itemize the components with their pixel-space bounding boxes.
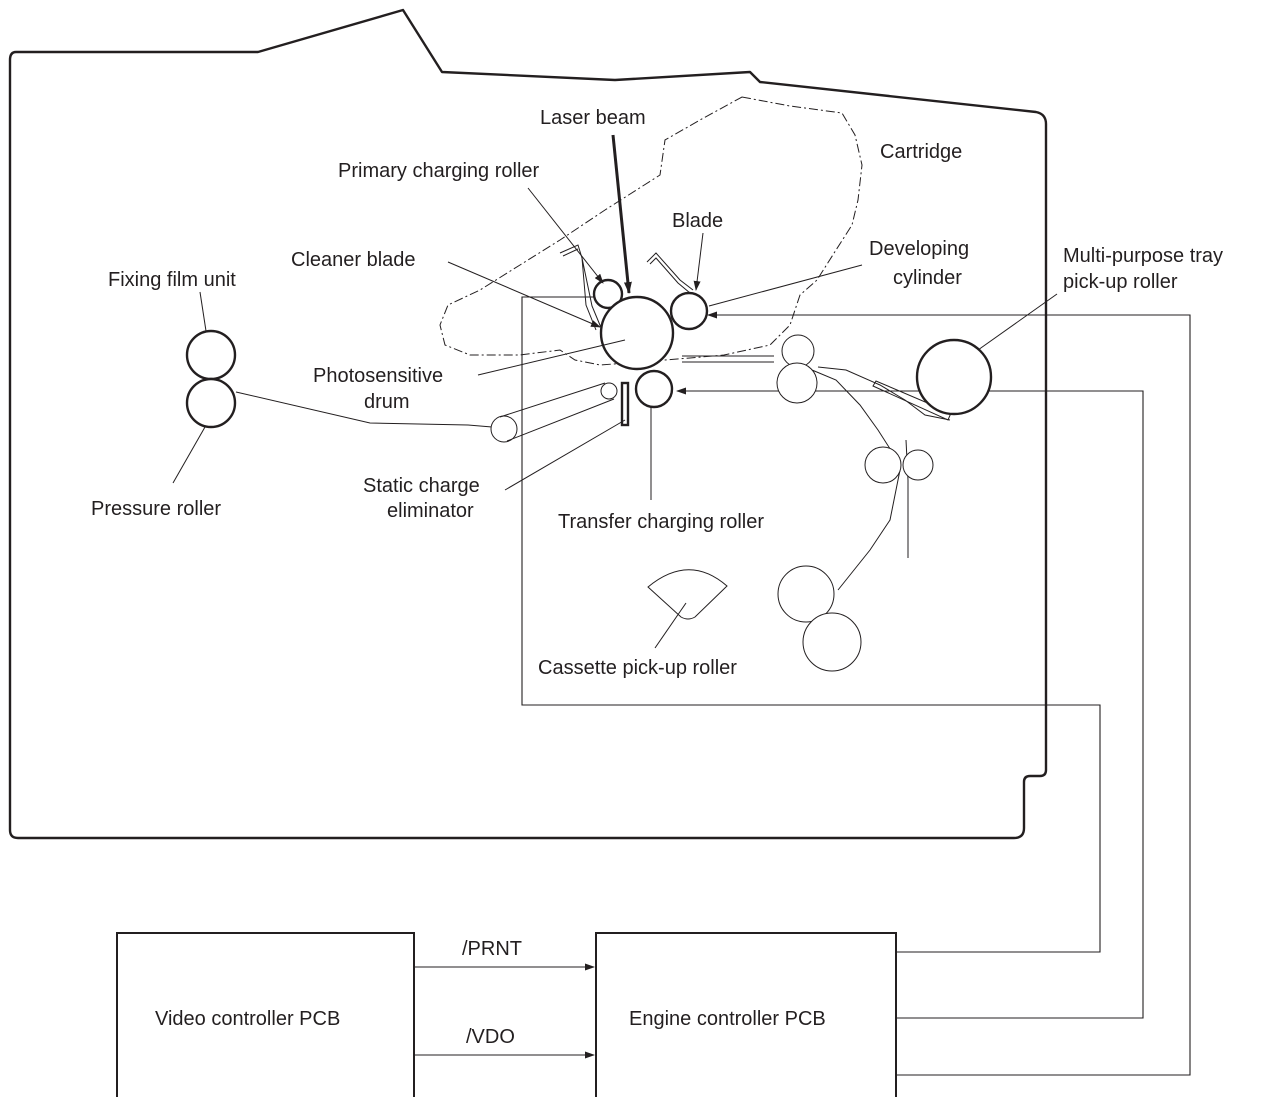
label-laser-beam: Laser beam — [540, 107, 646, 129]
label-primary-charging-roller: Primary charging roller — [338, 160, 540, 182]
label-photosensitive-line2: drum — [364, 391, 410, 413]
label-static-charge-line2: eliminator — [387, 500, 474, 522]
label-fixing-film-unit: Fixing film unit — [108, 269, 236, 291]
registration-roller-upper — [781, 334, 815, 368]
leader-static-charge-eliminator — [504, 419, 626, 491]
leader-blade — [693, 232, 704, 291]
paper-path-guide — [817, 366, 951, 421]
leader-cleaner-blade — [447, 261, 601, 328]
label-transfer-charging-roller: Transfer charging roller — [558, 511, 764, 533]
leader-pressure-roller — [172, 426, 206, 484]
paper-path-upper — [682, 355, 774, 363]
paper-path-feed — [837, 439, 909, 591]
leader-photosensitive-drum — [477, 339, 626, 376]
engine-controller-pcb-label: Engine controller PCB — [629, 1008, 826, 1030]
prnt-signal-label: /PRNT — [462, 938, 522, 960]
video-controller-pcb-label: Video controller PCB — [155, 1008, 340, 1030]
multi-purpose-pickup-roller — [915, 338, 993, 416]
laser-beam-arrow — [611, 134, 632, 294]
leader-primary-charging-roller — [527, 187, 604, 284]
label-cartridge: Cartridge — [880, 141, 962, 163]
developing-wire — [707, 311, 1191, 1076]
cassette-feed-roller-lower — [802, 612, 862, 672]
label-cassette-pickup-roller: Cassette pick-up roller — [538, 657, 737, 679]
registration-roller-lower — [776, 362, 818, 404]
leader-multi-purpose — [977, 293, 1058, 351]
primary-charging-roller — [592, 278, 624, 310]
label-multi-purpose-line2: pick-up roller — [1063, 271, 1178, 293]
video-controller-pcb-box — [116, 932, 415, 1097]
static-eliminator-belt — [499, 382, 615, 442]
label-multi-purpose-line1: Multi-purpose tray — [1063, 245, 1223, 267]
fixing-film-roller — [185, 329, 237, 381]
label-cleaner-blade: Cleaner blade — [291, 249, 416, 271]
transfer-belt-link — [235, 391, 493, 428]
feed-roller-left — [864, 446, 902, 484]
pressure-roller — [185, 377, 237, 429]
cassette-feed-roller-upper — [777, 565, 835, 623]
label-photosensitive-line1: Photosensitive — [313, 365, 443, 387]
developing-cylinder — [669, 291, 709, 331]
vdo-signal-label: /VDO — [466, 1026, 515, 1048]
cartridge-outline — [439, 96, 863, 366]
label-developing-line2: cylinder — [893, 267, 962, 289]
printer-housing — [8, 8, 1048, 840]
leader-fixing-film-unit — [199, 291, 207, 332]
label-developing-line1: Developing — [869, 238, 969, 260]
transfer-charging-roller — [634, 369, 674, 409]
photosensitive-drum — [599, 295, 675, 371]
leader-developing-cylinder — [708, 264, 863, 307]
engine-wiring-loop — [521, 296, 1101, 953]
cassette-pickup-roller — [647, 569, 728, 620]
developing-blade-bracket — [646, 252, 694, 294]
label-pressure-roller: Pressure roller — [91, 498, 221, 520]
label-static-charge-line1: Static charge — [363, 475, 480, 497]
static-charge-eliminator — [620, 381, 630, 427]
feed-roller-right — [902, 449, 934, 481]
engine-controller-pcb-box — [595, 932, 897, 1097]
label-blade: Blade — [672, 210, 723, 232]
leader-cassette-pickup-roller — [654, 602, 687, 649]
static-eliminator-pulley-right — [600, 382, 618, 400]
transfer-wire — [676, 387, 1144, 1019]
